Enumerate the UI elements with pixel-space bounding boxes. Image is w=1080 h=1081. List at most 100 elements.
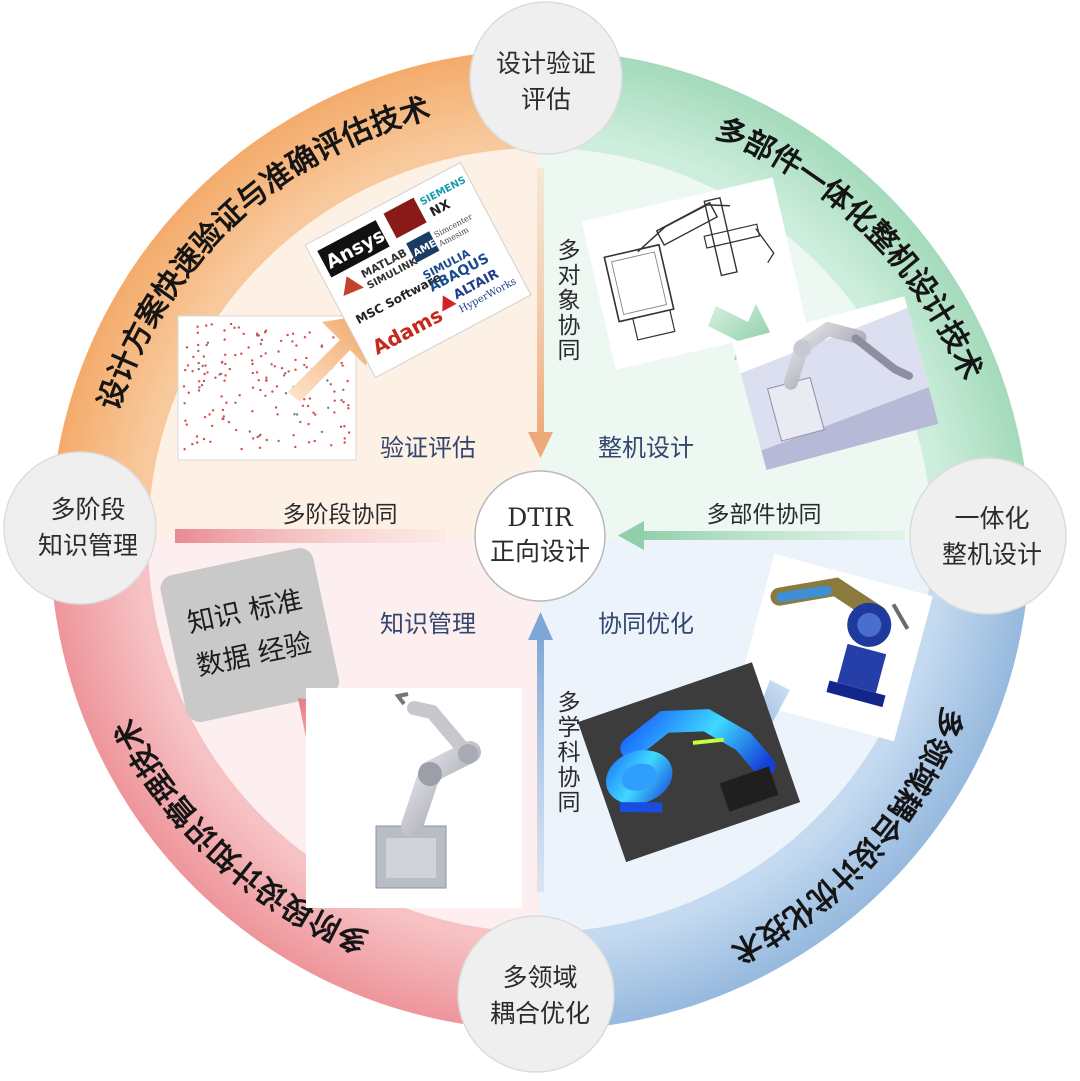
scatter-dot [342,400,345,404]
scatter-dot [333,411,336,414]
sync-label-bottom: 多学科协同 [553,690,581,815]
scatter-dot [197,367,200,371]
center-circle [474,470,606,602]
scatter-dot [329,383,332,386]
scatter-dot [251,386,255,389]
scatter-dot [228,367,231,371]
scatter-dot [202,437,206,441]
scatter-dot [209,440,212,443]
scatter-dot [341,364,344,367]
scatter-dot [273,365,276,368]
scatter-dot [326,379,329,382]
scatter-dot [282,374,286,377]
arrow-right-shaft [640,531,905,540]
scatter-dot [251,410,254,413]
scatter-dot [183,448,186,451]
scatter-dot [291,340,294,343]
sync-label-right: 多部件协同 [707,502,822,528]
transfer-arrow-orange [288,314,372,402]
scatter-dot [233,326,236,329]
scatter-dot [220,361,224,364]
scatter-dot [234,353,237,357]
scatter-dot [195,435,199,438]
node-bottom: 多领域 耦合优化 [457,915,615,1073]
scatter-dot [205,343,208,347]
scatter-dot [223,338,226,341]
scatter-dot [307,422,310,426]
scatter-dot [308,397,312,400]
scatter-dot [264,352,267,355]
scatter-dot [248,430,251,433]
scatter-dot [305,366,308,369]
scatter-dot [251,371,254,375]
robot-photo [306,688,522,908]
scatter-dot [211,409,215,412]
scatter-dot [197,389,201,392]
scatter-dot [343,437,346,440]
scatter-dot [260,355,263,358]
scatter-dot [214,376,217,379]
scatter-dot [184,368,187,372]
arrow-bottom-head [528,612,553,640]
scatter-dot [196,343,200,347]
node-left-line1: 多阶段 [50,495,125,524]
scatter-dot [255,332,259,335]
scatter-dot [196,331,199,334]
scatter-dot [320,345,323,348]
scatter-dot [205,324,208,327]
scatter-dot [255,371,259,374]
scatter-dot [284,392,288,395]
scatter-dot [265,379,268,382]
scatter-dot [202,355,205,358]
scatter-dot [227,420,231,424]
node-left: 多阶段 知识管理 [3,451,157,605]
scatter-dot [192,355,195,359]
scatter-dot [225,401,228,404]
scatter-dot [229,322,233,326]
scatter-dot [256,334,259,337]
scatter-dot [291,332,295,335]
scatter-dot [340,361,343,365]
node-top-line2: 评估 [521,85,571,114]
knowledge-box: 知识 标准 数据 经验 [160,548,340,722]
scatter-dot [271,390,274,393]
scatter-dot [294,368,297,371]
scatter-dot [343,425,346,428]
scatter-dot [284,372,287,375]
center-subtitle: 正向设计 [490,537,590,566]
scatter-dot [286,333,289,337]
scatter-dot [294,358,297,362]
scatter-dot [251,359,254,362]
scatter-dot [238,394,241,397]
scatter-dot [204,364,207,367]
scatter-dot [197,349,200,353]
scatter-dot [184,419,187,422]
scatter-dot [295,344,298,347]
sync-label-left: 多阶段协同 [283,502,398,528]
scatter-dot [347,431,351,434]
scatter-dot [200,384,204,387]
scatter-dot [347,407,350,410]
scatter-dot [221,417,224,420]
scatter-dot [185,423,188,426]
scatter-dot [211,424,214,428]
sync-label-top: 多对象协同 [553,238,580,363]
scatter-dot [339,425,343,428]
scatter-dot [206,371,209,374]
scatter-dot [203,416,207,419]
quadrant-label-bottom-right: 协同优化 [598,610,694,638]
scatter-dot [308,331,311,334]
center-title: DTIR [507,503,574,532]
scatter-dot [306,404,310,408]
arrow-bottom-shaft [537,636,544,892]
arrow-top-shaft [537,168,544,436]
scatter-dot [237,326,241,329]
scatter-dot [187,391,190,394]
scatter-dot [301,404,305,407]
scatter-dot [293,413,296,416]
scatter-dot [197,361,200,365]
scatter-dot [330,444,333,447]
amesim-logo [406,231,440,263]
scatter-dot [206,341,210,344]
siemens-nx-logo [383,197,427,239]
